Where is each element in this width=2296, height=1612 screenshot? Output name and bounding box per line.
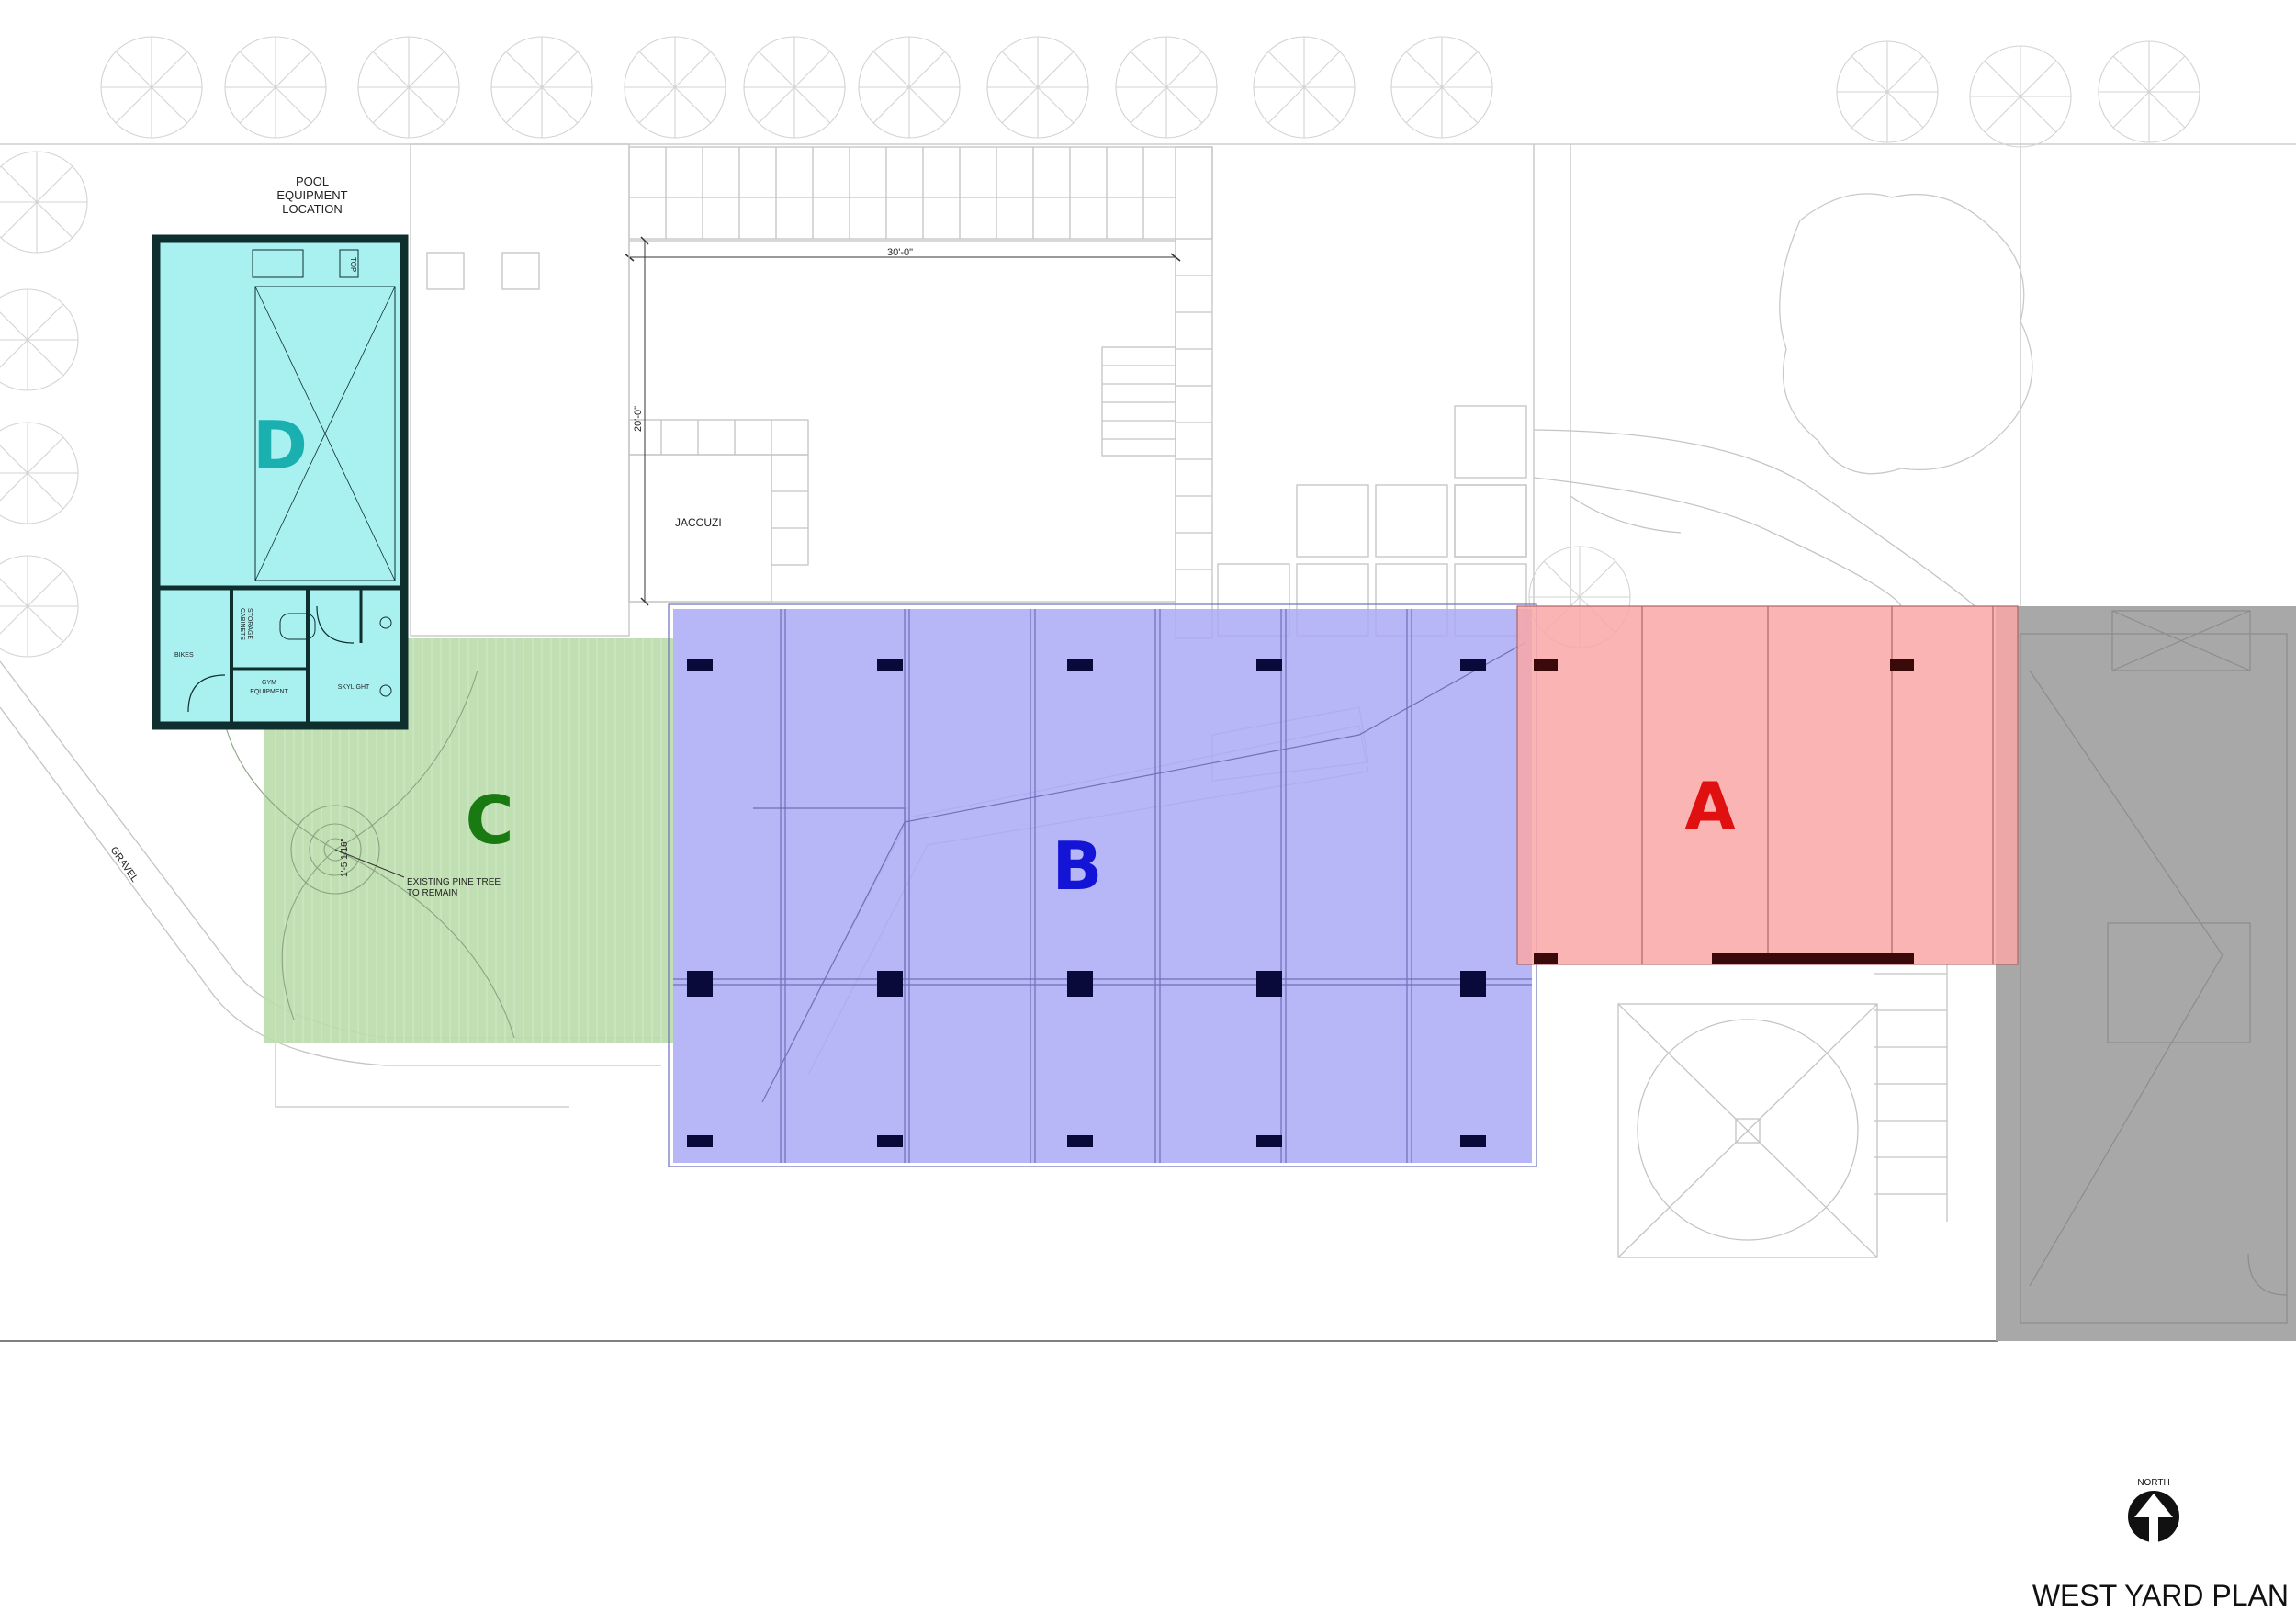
zone-a: A: [1516, 605, 2019, 965]
zone-c-label: C: [466, 782, 514, 859]
pine-tree-note-line1: EXISTING PINE TREE: [407, 877, 501, 887]
bikes-label: BIKES: [174, 652, 194, 659]
storage-label-line2: CABINETS: [239, 608, 245, 640]
existing-building-shaded: [1996, 606, 2296, 1341]
zone-d: BIKES STORAGE CABINETS GYM EQUIPMENT SKY…: [152, 234, 409, 730]
pool-length-dimension: 20'-0": [633, 406, 644, 432]
zone-b: B: [668, 603, 1537, 1167]
pool-equipment-note-line2: EQUIPMENT: [276, 188, 347, 202]
pool-width-dimension: 30'-0": [887, 247, 913, 258]
zone-a-label: A: [1684, 768, 1736, 845]
existing-pine-tree-symbol: [219, 670, 515, 1039]
pool-equipment-note-line3: LOCATION: [282, 202, 343, 216]
zone-d-label: D: [253, 407, 308, 484]
zone-b-label: B: [1052, 828, 1103, 905]
pine-tree-note-line2: TO REMAIN: [407, 888, 457, 898]
jacuzzi-label: JACCUZI: [675, 516, 722, 529]
plan-title: WEST YARD PLAN: [2032, 1579, 2289, 1612]
landscape-plant-symbols: [0, 36, 2200, 658]
top-label: TOP: [349, 257, 357, 272]
zone-b-area: [673, 609, 1532, 1163]
pool-equipment-note-line1: POOL: [296, 175, 329, 188]
gravel-label: GRAVEL: [108, 845, 141, 885]
gym-label-line1: GYM: [262, 680, 276, 686]
gym-label-line2: EQUIPMENT: [250, 689, 288, 695]
pine-tree-dimension: 1'-5 1/16": [340, 838, 350, 877]
north-arrow: NORTH: [2128, 1478, 2179, 1543]
skylight-label: SKYLIGHT: [338, 684, 370, 691]
north-label: NORTH: [2137, 1478, 2169, 1488]
structural-columns: [687, 659, 1486, 1147]
zone-d-area: [156, 239, 404, 726]
storage-label-line1: STORAGE: [246, 608, 253, 639]
